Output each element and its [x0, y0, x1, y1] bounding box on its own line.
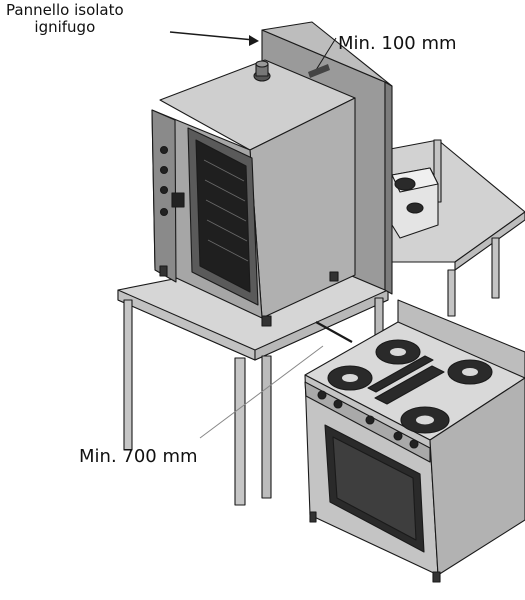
min-100-label: Min. 100 mm — [338, 33, 457, 54]
fryer-box — [391, 167, 439, 239]
gas-range — [304, 299, 525, 583]
panel-label-line1: Pannello isolato — [6, 1, 124, 19]
insulated-panel-label: Pannello isolato ignifugo — [6, 1, 124, 37]
min-700-label: Min. 700 mm — [79, 446, 198, 467]
panel-label-line2: ignifugo — [34, 18, 96, 37]
annotations — [169, 31, 353, 439]
combi-oven — [151, 59, 356, 327]
